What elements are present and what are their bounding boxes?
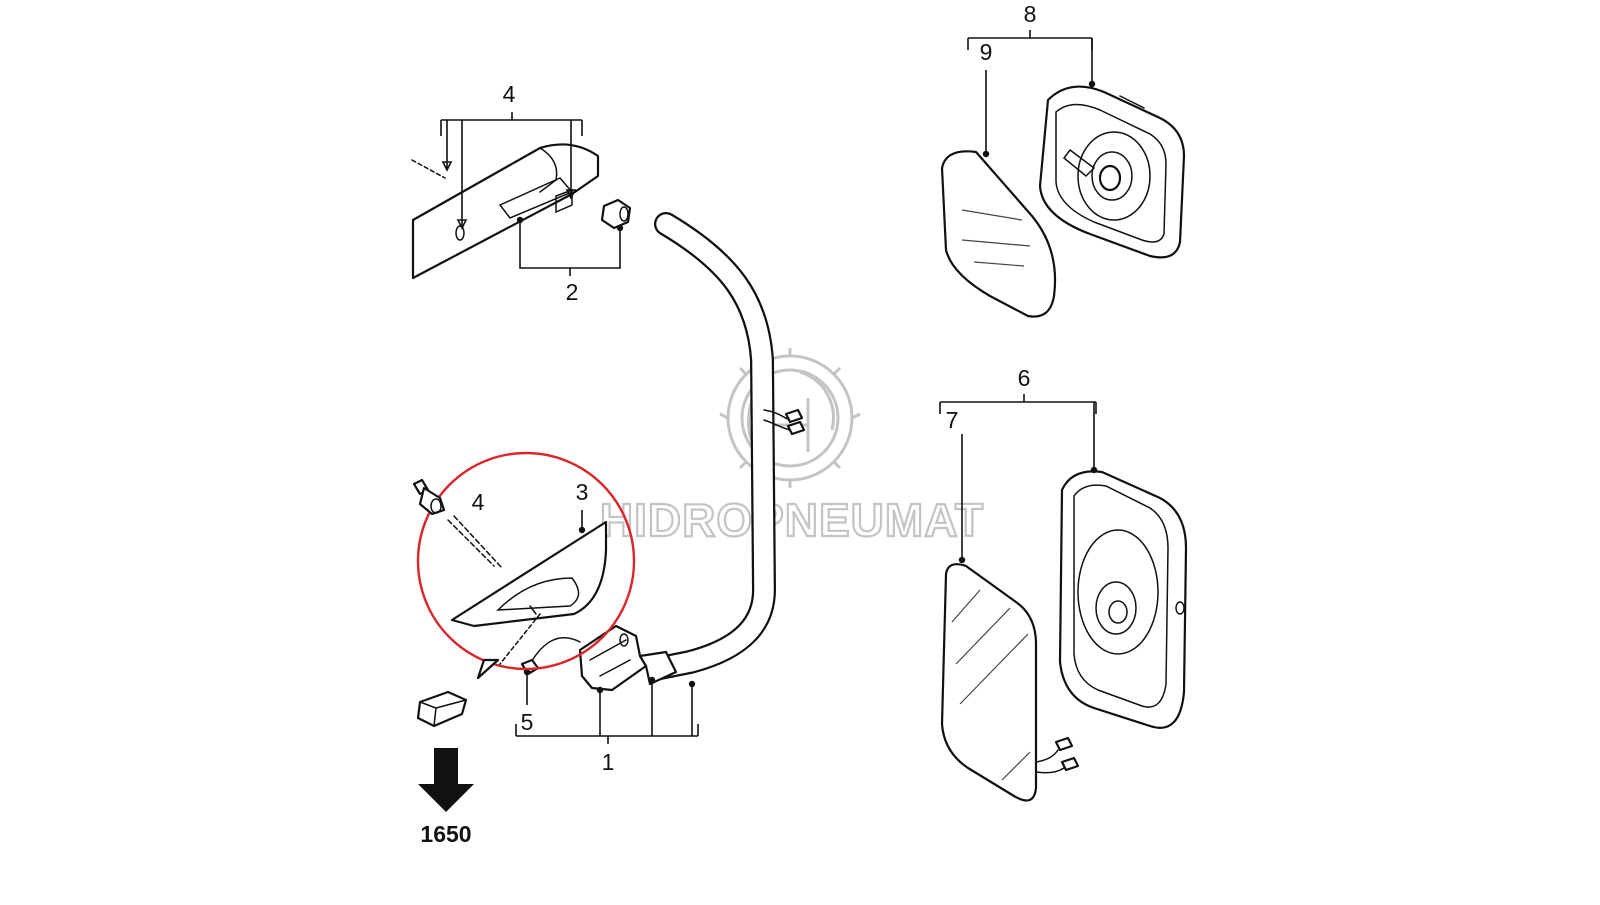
watermark-text: HIDROPNEUMAT xyxy=(600,494,984,546)
callout-7: 7 xyxy=(946,407,959,433)
arrow-down-icon xyxy=(418,748,474,812)
watermark: HIDROPNEUMAT xyxy=(599,348,984,547)
watermark-gear-logo-icon xyxy=(719,348,861,488)
callout-9: 9 xyxy=(980,39,993,65)
mirror-arm-tube xyxy=(648,212,806,680)
upper-bracket-assembly: 4 2 xyxy=(411,81,632,305)
callout-1: 1 xyxy=(602,749,615,775)
lower-bracket-assembly: 1 5 xyxy=(515,624,699,775)
callout-8: 8 xyxy=(1024,1,1037,27)
callout-5: 5 xyxy=(521,709,534,735)
callout-2: 2 xyxy=(566,279,579,305)
callout-3: 3 xyxy=(576,479,589,505)
reference-to-page: 1650 xyxy=(416,690,474,847)
mirror-head-lower: 6 7 xyxy=(939,365,1188,802)
callout-4-lower: 4 xyxy=(472,489,485,515)
highlight-circle xyxy=(416,451,636,671)
callout-6: 6 xyxy=(1018,365,1031,391)
highlighted-cover-assembly: 3 4 xyxy=(412,451,636,680)
reference-page-number: 1650 xyxy=(420,821,471,847)
callout-4-upper: 4 xyxy=(503,81,516,107)
mirror-head-upper: 8 9 xyxy=(940,1,1186,318)
